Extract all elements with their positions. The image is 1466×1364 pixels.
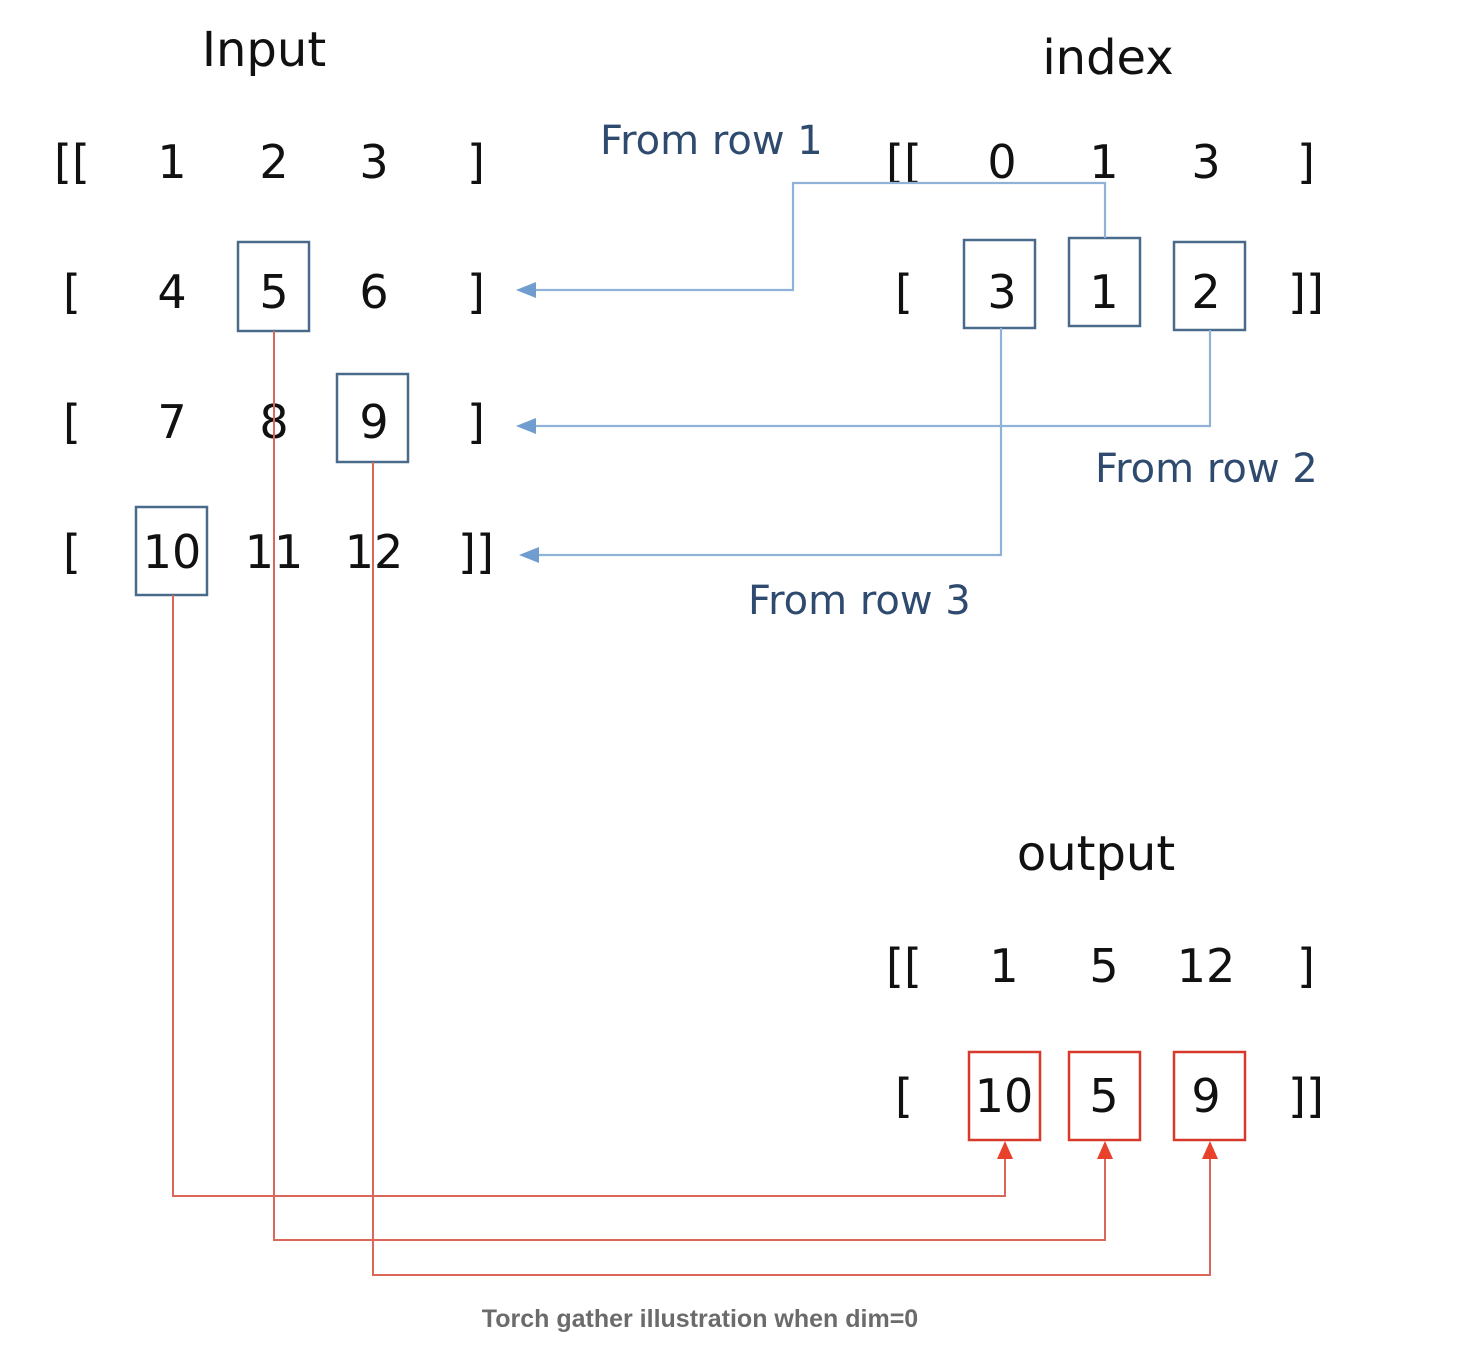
- output-row-1-open-bracket: [: [895, 1069, 913, 1123]
- input-cell-1-1: 5: [259, 265, 288, 319]
- input-cell-1-2: 6: [359, 265, 388, 319]
- input-row-1-open-bracket: [: [63, 265, 81, 319]
- output-box-cell-1-1: [1067, 1050, 1142, 1142]
- index-cell-1-2: 2: [1191, 265, 1220, 319]
- annotation-from-row-3: From row 3: [748, 578, 971, 624]
- input-selected-box-10: [134, 505, 209, 597]
- index-cell-0-0: 0: [987, 135, 1016, 189]
- input-cell-0-2: 3: [359, 135, 388, 189]
- output-cell-1-2: 9: [1191, 1069, 1220, 1123]
- input-cell-3-0: 10: [143, 525, 202, 579]
- output-cell-0-2: 12: [1177, 939, 1236, 993]
- index-title: index: [1042, 30, 1173, 86]
- index-cell-0-2: 3: [1191, 135, 1220, 189]
- output-row-0-close-bracket: ]: [1297, 939, 1315, 993]
- arrow-line-from-row-2: [535, 330, 1212, 428]
- output-row-1-close-bracket: ]]: [1288, 1069, 1324, 1123]
- index-row-1-open-bracket: [: [895, 265, 913, 319]
- output-cell-0-1: 5: [1089, 939, 1118, 993]
- index-cell-1-0: 3: [987, 265, 1016, 319]
- index-row-1-close-bracket: ]]: [1288, 265, 1324, 319]
- input-cell-1-0: 4: [157, 265, 186, 319]
- output-matrix: [[ 1 5 12 ] [ 10 5 9 ]]: [886, 939, 1324, 1142]
- input-row-3-open-bracket: [: [63, 525, 81, 579]
- arrow-head-from-row-2: [516, 418, 536, 434]
- index-cell-1-1: 1: [1089, 265, 1118, 319]
- output-title: output: [1017, 826, 1175, 882]
- index-row-0-close-bracket: ]: [1297, 135, 1315, 189]
- arrow-head-10-to-output: [997, 1141, 1013, 1159]
- input-row-1-close-bracket: ]: [467, 265, 485, 319]
- input-row-0-close-bracket: ]: [467, 135, 485, 189]
- output-cell-0-0: 1: [989, 939, 1018, 993]
- index-to-input-arrows: [516, 181, 1212, 563]
- index-cell-0-1: 1: [1089, 135, 1118, 189]
- arrow-head-5-to-output: [1097, 1141, 1113, 1159]
- input-row-0-open-bracket: [[: [54, 135, 90, 189]
- index-box-cell-1-0: [962, 238, 1037, 330]
- arrow-line-10-to-output: [172, 595, 1006, 1197]
- index-row-0-open-bracket: [[: [886, 135, 922, 189]
- input-to-output-arrows: [172, 331, 1218, 1276]
- arrow-head-9-to-output: [1202, 1141, 1218, 1159]
- input-row-2-open-bracket: [: [63, 395, 81, 449]
- input-row-3-close-bracket: ]]: [458, 525, 494, 579]
- input-row-2-close-bracket: ]: [467, 395, 485, 449]
- input-cell-0-0: 1: [157, 135, 186, 189]
- index-matrix: [[ 0 1 3 ] [ 3 1 2 ]]: [886, 135, 1324, 332]
- input-cell-2-2: 9: [359, 395, 388, 449]
- output-cell-1-0: 10: [975, 1069, 1034, 1123]
- output-cell-1-1: 5: [1089, 1069, 1118, 1123]
- arrow-line-5-to-output: [273, 331, 1106, 1241]
- arrow-line-from-row-3: [538, 328, 1003, 557]
- input-title: Input: [202, 22, 326, 78]
- arrow-head-from-row-1: [516, 282, 536, 298]
- input-cell-2-0: 7: [157, 395, 186, 449]
- arrow-line-from-row-1: [535, 181, 1107, 292]
- annotation-from-row-1: From row 1: [600, 118, 823, 164]
- output-row-0-open-bracket: [[: [886, 939, 922, 993]
- output-box-cell-1-0: [967, 1050, 1042, 1142]
- arrow-head-from-row-3: [519, 547, 539, 563]
- arrow-line-9-to-output: [372, 462, 1211, 1276]
- annotation-from-row-2: From row 2: [1095, 446, 1318, 492]
- output-box-cell-1-2: [1172, 1050, 1247, 1142]
- figure-caption: Torch gather illustration when dim=0: [482, 1305, 918, 1333]
- input-cell-0-1: 2: [259, 135, 288, 189]
